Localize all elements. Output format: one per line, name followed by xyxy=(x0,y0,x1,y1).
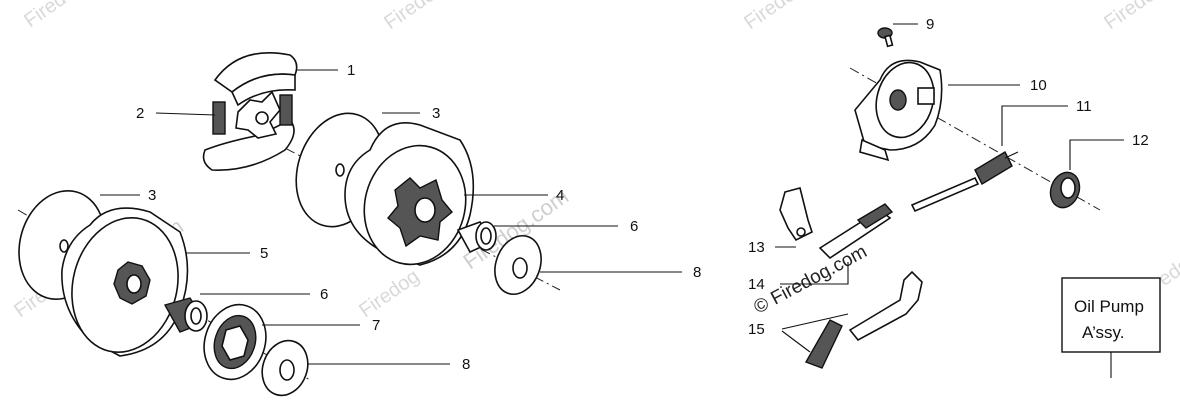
oil-pump-assy-box: Oil Pump A’ssy. xyxy=(1061,277,1161,378)
washer-hole xyxy=(335,163,345,177)
pump-plunger xyxy=(818,203,894,260)
callout-11: 11 xyxy=(1076,98,1092,115)
housing-tab xyxy=(917,87,935,105)
pump-gear xyxy=(1049,171,1081,209)
callout-4: 4 xyxy=(556,187,564,204)
callout-5: 5 xyxy=(260,245,268,262)
leader-12 xyxy=(1069,139,1124,170)
shaft-worm-gear xyxy=(974,151,1013,185)
washer-8-lower xyxy=(261,339,309,397)
oil-hose-strainer xyxy=(804,270,923,369)
leader-15a xyxy=(781,313,849,330)
housing-port xyxy=(889,89,907,111)
clutch-shoe-assembly xyxy=(202,52,298,171)
pump-housing xyxy=(854,59,943,162)
washer-8-upper xyxy=(494,235,542,295)
callout-3-lower: 3 xyxy=(148,187,156,204)
rim-spline xyxy=(221,325,249,361)
screw-9 xyxy=(877,27,894,48)
callout-15: 15 xyxy=(748,321,765,338)
clutch-hub-hole xyxy=(255,111,269,125)
oil-hose xyxy=(848,270,923,342)
callout-6-upper: 6 xyxy=(630,218,638,235)
clutch-shoe-upper-side xyxy=(231,73,296,107)
bearing-bore xyxy=(480,227,492,245)
callout-12: 12 xyxy=(1132,132,1149,149)
clutch-drum-upper xyxy=(344,121,475,266)
oil-strainer xyxy=(804,319,843,369)
callout-6-lower: 6 xyxy=(320,286,328,303)
callout-13: 13 xyxy=(748,239,765,256)
clip-body xyxy=(779,187,813,242)
shaft-body xyxy=(910,176,980,213)
washer-inner xyxy=(512,257,528,279)
clutch-spring-left xyxy=(212,101,226,135)
callout-10: 10 xyxy=(1030,77,1047,94)
clip-13 xyxy=(779,187,813,242)
sprocket-bore xyxy=(414,197,436,223)
needle-bearing-upper xyxy=(456,221,497,254)
leader-15b xyxy=(781,330,811,353)
gear-inner xyxy=(1060,177,1076,199)
leader-14 xyxy=(780,262,849,285)
callout-3-upper: 3 xyxy=(432,105,440,122)
worm-shaft xyxy=(910,151,1019,213)
callout-9: 9 xyxy=(926,16,934,33)
screw-shank xyxy=(884,34,894,48)
drum-bore xyxy=(126,274,142,294)
watermark-text: Firedog xyxy=(355,265,423,322)
copyright-text: © Firedog.com xyxy=(750,241,870,318)
watermark-text: Firedog xyxy=(1100,0,1168,34)
bearing-bore xyxy=(190,307,202,325)
clip-hole xyxy=(796,227,806,237)
housing-foot xyxy=(859,138,890,162)
leader-lines xyxy=(100,23,1124,365)
clutch-spring-right xyxy=(279,94,293,126)
needle-bearing-lower xyxy=(163,297,208,333)
leader-11 xyxy=(1001,105,1068,146)
callout-14: 14 xyxy=(748,276,765,293)
watermark-text: Firedog xyxy=(20,0,88,32)
callout-7: 7 xyxy=(372,317,380,334)
callout-labels: 1 2 3 3 4 5 6 6 7 8 8 9 10 11 12 13 14 1… xyxy=(136,16,1149,373)
callout-8-upper: 8 xyxy=(693,264,701,281)
rim-sprocket xyxy=(203,303,267,381)
washer-hole xyxy=(59,239,69,253)
callout-1: 1 xyxy=(347,62,355,79)
watermark-text: Firedog xyxy=(380,0,448,34)
callout-2: 2 xyxy=(136,105,144,122)
assy-box-line1: Oil Pump xyxy=(1074,297,1144,316)
plunger-thread xyxy=(856,203,894,229)
shaft-tip xyxy=(1004,151,1019,159)
callout-8-lower: 8 xyxy=(462,356,470,373)
clutch-drum-lower xyxy=(61,207,189,357)
assy-box-line2: A’ssy. xyxy=(1082,323,1125,342)
watermark-text: Firedog xyxy=(740,0,808,34)
leader-2 xyxy=(155,112,216,116)
washer-inner xyxy=(279,359,295,381)
